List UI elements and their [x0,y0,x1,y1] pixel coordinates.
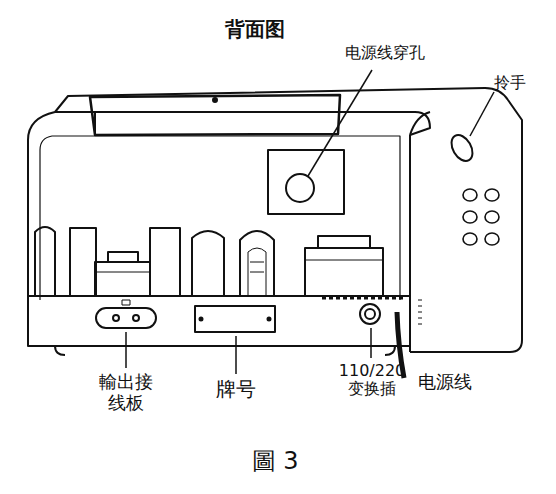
figure-title: 背面图 [200,18,310,41]
part-label: 輸出接 线板 [92,372,160,413]
part-label: 110/220 变换插 [334,362,410,399]
figure-caption: 圖 3 [220,448,330,476]
part-label: 牌号 [206,378,266,401]
part-label: 电源线 [410,372,480,393]
part-label: 拎手 [488,74,532,92]
part-label: 电源线穿孔 [330,44,440,62]
